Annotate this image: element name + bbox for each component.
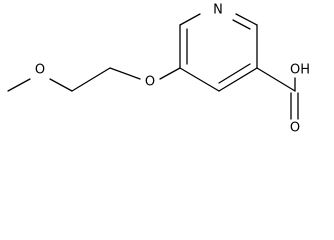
bond-c5-cooh <box>256 67 296 92</box>
bond-ch2-ch2 <box>71 67 111 92</box>
bond-c4-c5 <box>218 67 258 92</box>
bond-o-ch2 <box>109 67 141 80</box>
bond-n-c2 <box>179 13 201 26</box>
nitrogen-label: N <box>213 3 223 18</box>
ether-oxygen-left-label: O <box>35 63 45 78</box>
bond-c6-n <box>235 13 258 26</box>
bond-c3-c4 <box>179 67 220 92</box>
carbonyl-oxygen-label: O <box>290 121 300 136</box>
bond-c4-c5-inner <box>218 63 251 84</box>
hydroxyl-label: OH <box>290 63 310 78</box>
bond-c6-n-inner <box>232 19 251 30</box>
bond-o-ch3 <box>7 78 31 92</box>
ether-oxygen-right-label: O <box>145 75 155 90</box>
carboxyl-group <box>256 67 299 120</box>
methoxyethoxy-chain <box>7 67 181 92</box>
bond-ch2-o <box>49 78 73 92</box>
pyridine-ring <box>179 13 258 92</box>
chemical-structure-diagram: N O O OH O <box>7 3 310 136</box>
bond-c3-o <box>159 67 181 80</box>
